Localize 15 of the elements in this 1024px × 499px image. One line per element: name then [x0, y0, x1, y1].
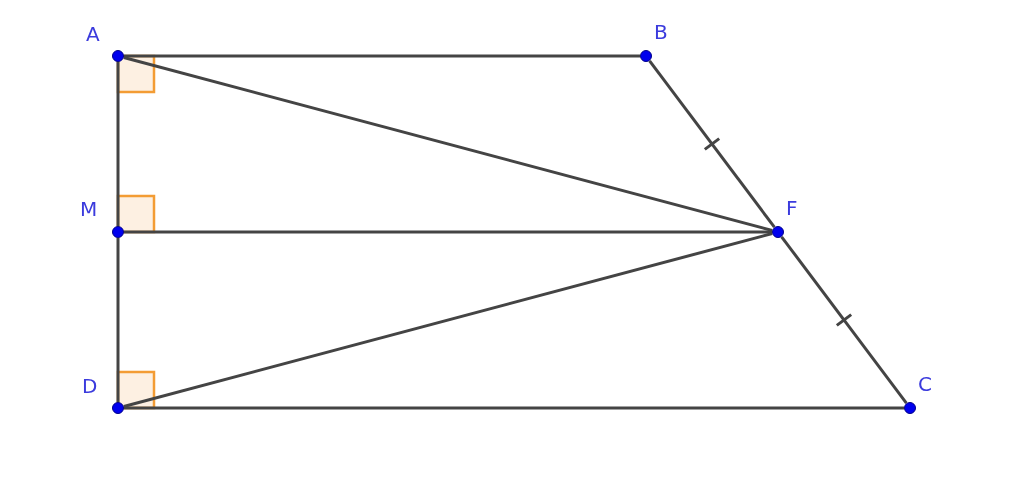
line-segment — [123, 56, 773, 232]
line-segment — [648, 59, 776, 229]
point-label: D — [82, 375, 98, 397]
point-label: C — [918, 373, 932, 395]
point-label: A — [86, 23, 100, 45]
line-segment — [124, 406, 904, 410]
line-segment — [116, 238, 120, 402]
line-segment — [116, 62, 120, 226]
line-segment — [124, 230, 772, 234]
point-label: F — [786, 197, 798, 219]
line-segment — [780, 235, 908, 405]
line-segment — [124, 54, 640, 58]
line-segment — [123, 232, 773, 408]
point-label: B — [654, 21, 668, 43]
point-label: M — [80, 198, 98, 220]
